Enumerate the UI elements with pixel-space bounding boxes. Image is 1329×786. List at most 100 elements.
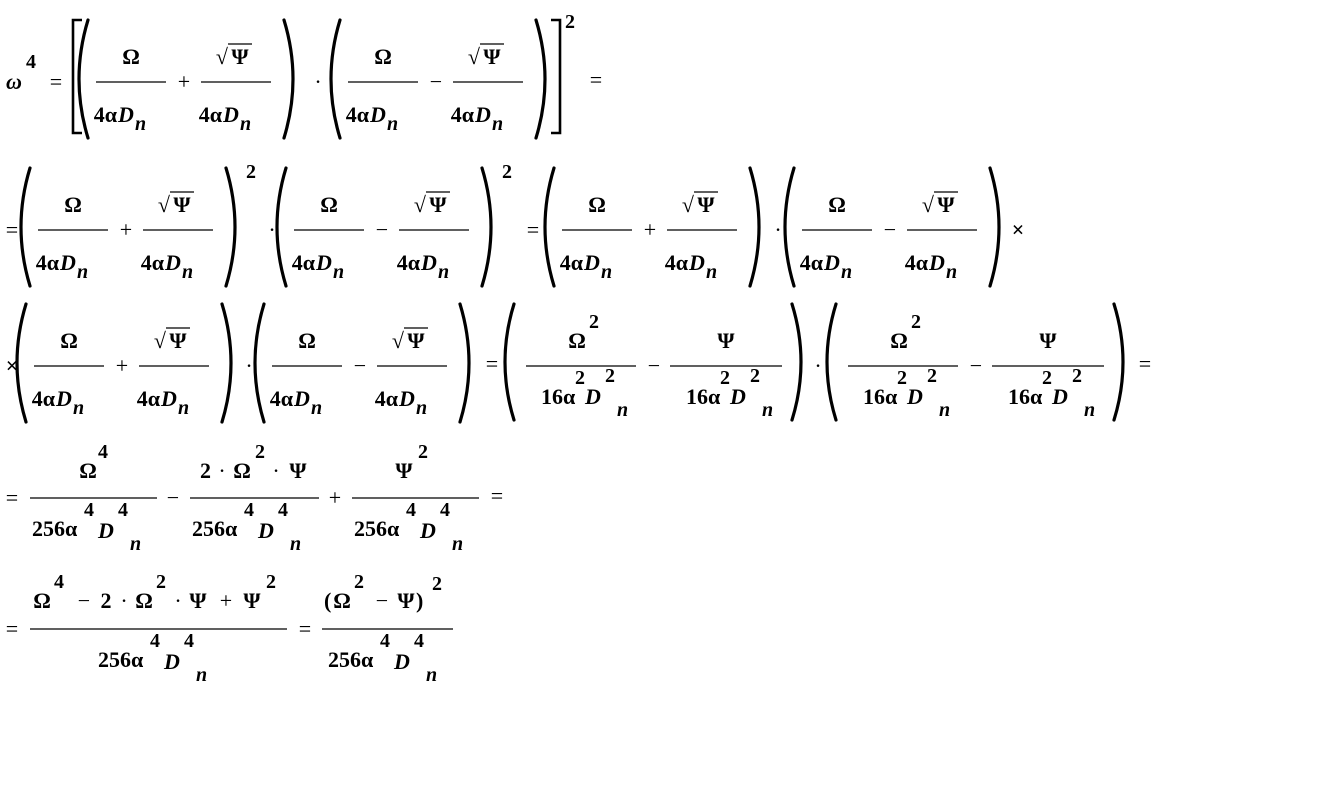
psi-capital: Ψ bbox=[429, 192, 447, 217]
subscript-n: n bbox=[333, 261, 344, 283]
d-symbol: D bbox=[420, 250, 437, 275]
superscript-2: 2 bbox=[1072, 365, 1082, 387]
psi-capital: Ψ bbox=[937, 192, 955, 217]
left-paren bbox=[77, 18, 90, 140]
operator-dot: · bbox=[268, 217, 275, 242]
operator-equals: = bbox=[1139, 351, 1151, 376]
omega-capital: Ω bbox=[320, 192, 338, 217]
right-paren bbox=[1112, 302, 1125, 422]
d-symbol: D bbox=[369, 102, 386, 127]
d-symbol: D bbox=[160, 386, 177, 411]
omega-capital: Ω bbox=[60, 328, 78, 353]
sqrt-symbol: √ bbox=[154, 328, 167, 353]
four-alpha: 4α bbox=[800, 250, 824, 275]
omega-capital: Ω bbox=[588, 192, 606, 217]
superscript-2: 2 bbox=[246, 161, 256, 183]
subscript-n: n bbox=[290, 533, 301, 555]
operator-plus: + bbox=[329, 485, 341, 510]
omega-capital: Ω bbox=[135, 588, 153, 613]
left-paren bbox=[329, 18, 342, 140]
four-alpha: 4α bbox=[346, 102, 370, 127]
omega-capital: Ω bbox=[64, 192, 82, 217]
psi-capital: Ψ bbox=[407, 328, 425, 353]
times-symbol: × bbox=[1012, 217, 1025, 242]
superscript-4: 4 bbox=[278, 499, 288, 521]
superscript-2: 2 bbox=[266, 571, 276, 593]
operator-equals: = bbox=[590, 67, 602, 92]
operator-dot: · bbox=[120, 588, 127, 613]
sqrt-symbol: √ bbox=[922, 192, 935, 217]
omega-capital: Ω bbox=[298, 328, 316, 353]
subscript-n: n bbox=[416, 397, 427, 419]
superscript-4: 4 bbox=[184, 630, 194, 652]
right-paren bbox=[224, 166, 237, 288]
d-symbol: D bbox=[59, 250, 76, 275]
omega-capital: Ω bbox=[233, 458, 251, 483]
psi-capital: Ψ bbox=[289, 458, 307, 483]
left-paren bbox=[253, 302, 266, 424]
subscript-n: n bbox=[1084, 399, 1095, 421]
superscript-4: 4 bbox=[26, 51, 36, 73]
right-paren bbox=[282, 18, 295, 140]
superscript-4: 4 bbox=[84, 499, 94, 521]
operator-equals: = bbox=[491, 483, 503, 508]
d-symbol: D bbox=[729, 384, 746, 409]
d-symbol: D bbox=[55, 386, 72, 411]
sixteen-alpha: 16α bbox=[686, 384, 721, 409]
operator-dot: · bbox=[272, 458, 279, 483]
psi-capital: Ψ bbox=[173, 192, 191, 217]
operator-plus: + bbox=[220, 588, 232, 613]
d-symbol: D bbox=[928, 250, 945, 275]
four-alpha: 4α bbox=[94, 102, 118, 127]
two-fifty-six-alpha: 256α bbox=[32, 516, 78, 541]
operator-minus: − bbox=[78, 588, 90, 613]
subscript-n: n bbox=[196, 664, 207, 686]
sqrt-symbol: √ bbox=[682, 192, 695, 217]
subscript-n: n bbox=[77, 261, 88, 283]
right-paren bbox=[458, 302, 471, 424]
superscript-4: 4 bbox=[406, 499, 416, 521]
four-alpha: 4α bbox=[141, 250, 165, 275]
operator-equals: = bbox=[486, 351, 498, 376]
four-alpha: 4α bbox=[451, 102, 475, 127]
psi-capital: Ψ bbox=[189, 588, 207, 613]
d-symbol: D bbox=[257, 518, 274, 543]
subscript-n: n bbox=[762, 399, 773, 421]
psi-capital: Ψ bbox=[395, 458, 413, 483]
operator-dot: · bbox=[314, 69, 321, 94]
operator-minus: − bbox=[354, 353, 366, 378]
superscript-2: 2 bbox=[255, 441, 265, 463]
left-paren bbox=[15, 302, 28, 424]
subscript-n: n bbox=[452, 533, 463, 555]
right-paren bbox=[534, 18, 547, 140]
psi-capital: Ψ bbox=[717, 328, 735, 353]
omega-capital: Ω bbox=[374, 44, 392, 69]
operator-plus: + bbox=[178, 69, 190, 94]
operator-dot: · bbox=[218, 458, 225, 483]
coefficient-2: 2 bbox=[101, 588, 112, 613]
two-fifty-six-alpha: 256α bbox=[354, 516, 400, 541]
right-paren bbox=[220, 302, 233, 424]
psi-capital: Ψ bbox=[169, 328, 187, 353]
omega-capital: Ω bbox=[122, 44, 140, 69]
d-symbol: D bbox=[393, 649, 410, 674]
omega-capital: Ω bbox=[333, 588, 351, 613]
superscript-2: 2 bbox=[565, 11, 575, 33]
operator-minus: − bbox=[376, 217, 388, 242]
operator-equals: = bbox=[527, 217, 539, 242]
psi-capital: Ψ bbox=[1039, 328, 1057, 353]
subscript-n: n bbox=[939, 399, 950, 421]
four-alpha: 4α bbox=[397, 250, 421, 275]
operator-minus: − bbox=[376, 588, 388, 613]
subscript-n: n bbox=[617, 399, 628, 421]
four-alpha: 4α bbox=[292, 250, 316, 275]
d-symbol: D bbox=[474, 102, 491, 127]
omega-capital: Ω bbox=[79, 458, 97, 483]
superscript-4: 4 bbox=[54, 571, 64, 593]
right-paren bbox=[748, 166, 761, 288]
superscript-2: 2 bbox=[418, 441, 428, 463]
omega-capital: Ω bbox=[828, 192, 846, 217]
two-fifty-six-alpha: 256α bbox=[328, 647, 374, 672]
superscript-2: 2 bbox=[911, 311, 921, 333]
four-alpha: 4α bbox=[375, 386, 399, 411]
